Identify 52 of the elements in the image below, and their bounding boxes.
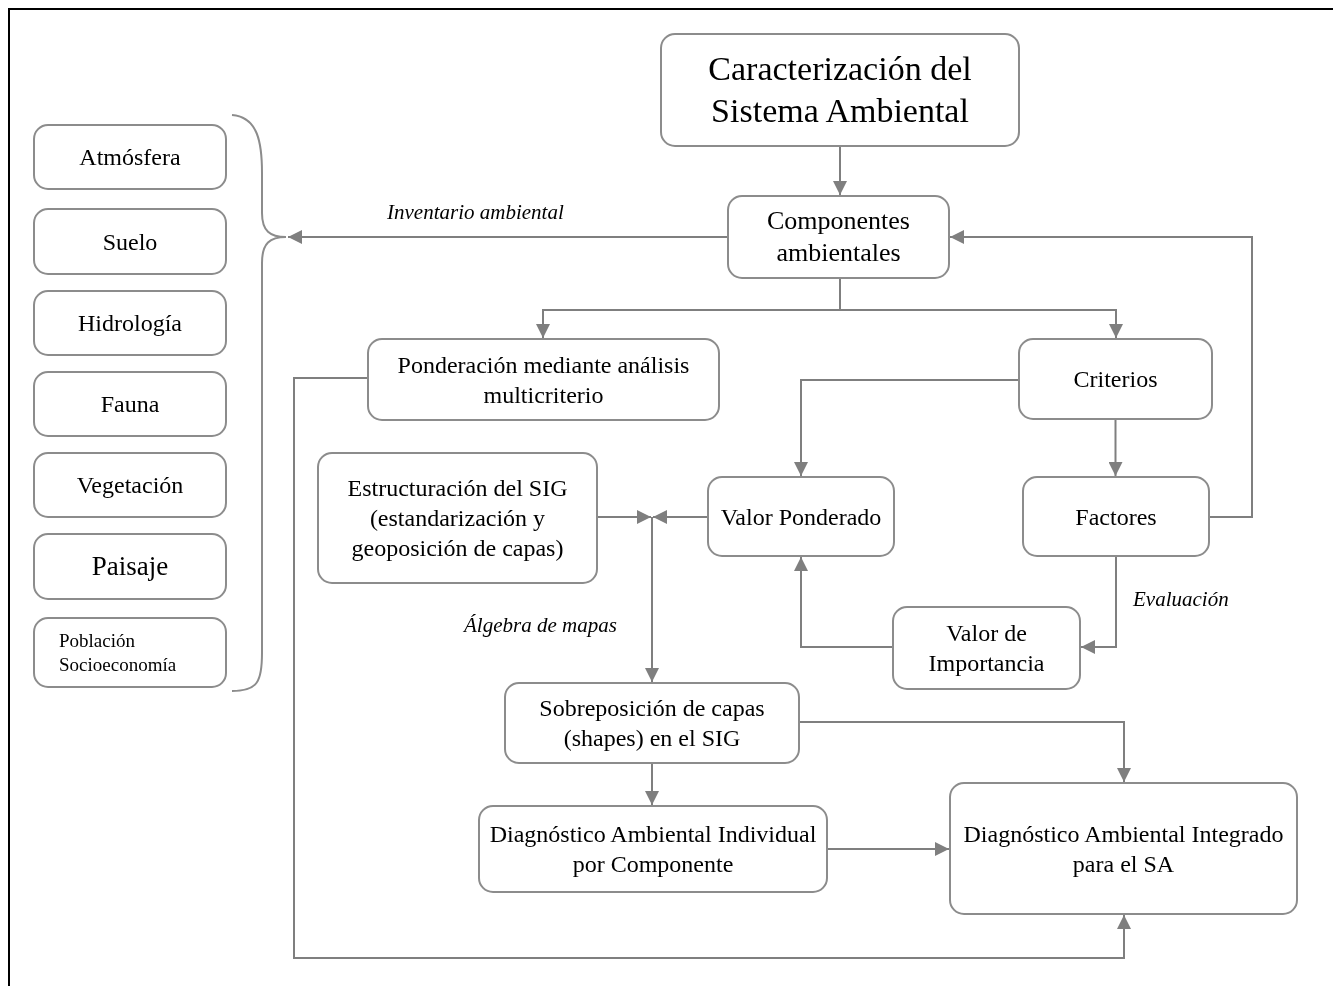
box-label: Diagnóstico Ambiental Integrado para el SA bbox=[962, 819, 1285, 879]
arrow bbox=[652, 510, 708, 524]
process-box bbox=[478, 805, 828, 893]
box-label: Caracterización del Sistema Ambiental bbox=[707, 48, 973, 131]
process-box bbox=[1018, 338, 1213, 420]
process-box bbox=[33, 617, 227, 688]
process-box bbox=[727, 195, 950, 279]
process-box bbox=[33, 208, 227, 275]
arrow bbox=[827, 842, 950, 856]
box-label: Fauna bbox=[100, 390, 160, 419]
process-box bbox=[949, 782, 1298, 915]
box-label: Suelo bbox=[102, 227, 158, 257]
arrow bbox=[949, 230, 1253, 518]
arrow bbox=[799, 721, 1131, 783]
process-box bbox=[33, 533, 227, 600]
process-box bbox=[892, 606, 1081, 690]
process-box bbox=[1022, 476, 1210, 557]
process-box bbox=[33, 452, 227, 518]
arrow bbox=[833, 146, 847, 196]
process-box bbox=[707, 476, 895, 557]
box-label: Valor de Importancia bbox=[927, 619, 1046, 678]
box-label: Valor Ponderado bbox=[720, 502, 882, 532]
box-label: Diagnóstico Ambiental Individual por Componente bbox=[488, 820, 818, 879]
box-label: Hidrología bbox=[78, 309, 182, 338]
box-label: Criterios bbox=[1073, 365, 1158, 394]
process-box bbox=[33, 124, 227, 190]
box-label: Ponderación mediante análisis multicriterio bbox=[396, 350, 691, 410]
box-label: Atmósfera bbox=[79, 143, 181, 172]
process-box bbox=[33, 290, 227, 356]
arrow bbox=[597, 510, 652, 524]
arrow bbox=[645, 516, 659, 683]
arrow bbox=[839, 278, 1123, 339]
edge-label: Álgebra de mapas bbox=[462, 613, 619, 638]
box-label: Estructuración del SIG (estandarización y geoposición de capas) bbox=[346, 474, 569, 563]
arrow bbox=[645, 763, 659, 806]
process-box bbox=[504, 682, 800, 764]
arrow bbox=[794, 556, 893, 648]
box-label: Factores bbox=[1075, 502, 1157, 532]
process-box bbox=[660, 33, 1020, 147]
arrow bbox=[293, 377, 1131, 959]
box-label: Componentes ambientales bbox=[766, 204, 911, 269]
box-label: Paisaje bbox=[91, 549, 169, 583]
process-box bbox=[33, 371, 227, 437]
arrow bbox=[287, 230, 728, 244]
process-box bbox=[367, 338, 720, 421]
arrow bbox=[1108, 419, 1123, 477]
box-label: Población Socioeconomía bbox=[58, 628, 178, 677]
process-box bbox=[317, 452, 598, 584]
arrow bbox=[1080, 556, 1117, 654]
box-label: Vegetación bbox=[76, 471, 184, 500]
arrow bbox=[794, 379, 1019, 477]
box-label: Sobreposición de capas (shapes) en el SIG bbox=[538, 694, 766, 753]
